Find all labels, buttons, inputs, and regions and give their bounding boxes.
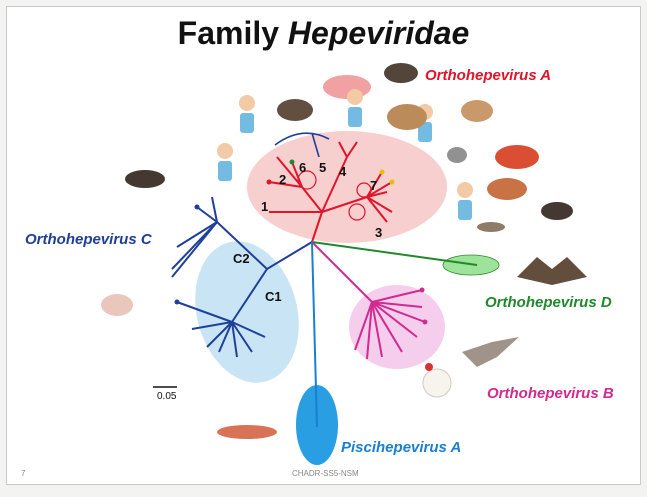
ortho-d-label: Orthohepevirus D	[485, 294, 612, 311]
ortho-b-label: Orthohepevirus B	[487, 385, 614, 402]
genotype-1: 1	[261, 199, 268, 214]
ortho-d-branch	[312, 242, 477, 265]
animal-illustrations	[101, 63, 587, 439]
clade-c2: C2	[233, 251, 250, 266]
footer-text: CHADR-SS5-NSM	[292, 469, 359, 478]
slide: Family Hepeviridae	[6, 6, 641, 485]
ortho-c-label: Orthohepevirus C	[25, 231, 152, 248]
ortho-a-shade	[247, 131, 447, 243]
genotype-2: 2	[279, 172, 286, 187]
pisci-a-label: Piscihepevirus A	[341, 439, 461, 456]
genotype-4: 4	[339, 164, 346, 179]
page-number: 7	[21, 469, 25, 478]
scale-bar-label: 0.05	[157, 391, 176, 402]
clade-c1: C1	[265, 289, 282, 304]
genotype-6: 6	[299, 160, 306, 175]
genotype-5: 5	[319, 160, 326, 175]
ortho-a-label: Orthohepevirus A	[425, 67, 551, 84]
genotype-7: 7	[370, 178, 377, 193]
genotype-3: 3	[375, 225, 382, 240]
